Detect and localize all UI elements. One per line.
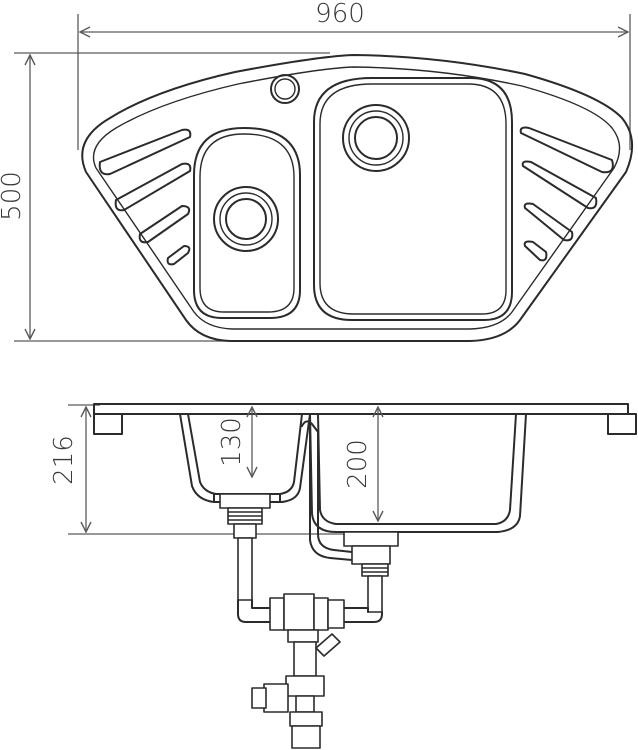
large-bowl-depth-dimension: 200 bbox=[343, 407, 378, 521]
left-drainer-grooves bbox=[98, 128, 192, 266]
trap-assembly bbox=[251, 629, 341, 749]
sink-inner-rim bbox=[92, 66, 621, 330]
small-bowl-drain-assembly bbox=[219, 493, 271, 601]
right-drainer-grooves bbox=[519, 126, 614, 262]
large-bowl-drain-assembly bbox=[343, 531, 399, 613]
depth-dimension: 500 bbox=[0, 52, 330, 342]
large-bowl bbox=[313, 77, 513, 321]
small-bowl-depth-dimension: 130 bbox=[217, 407, 252, 477]
small-bowl-depth-label: 130 bbox=[217, 417, 247, 467]
large-bowl-profile bbox=[309, 413, 527, 533]
width-label: 960 bbox=[315, 0, 365, 29]
small-bowl-drain bbox=[213, 186, 279, 252]
top-view: 960 500 bbox=[0, 0, 633, 342]
sink-outline bbox=[81, 54, 633, 342]
height-label: 216 bbox=[49, 435, 79, 485]
side-view: 216 130 200 bbox=[49, 403, 637, 749]
depth-label: 500 bbox=[0, 171, 27, 221]
sink-rim-profile bbox=[93, 403, 637, 435]
width-dimension: 960 bbox=[77, 0, 631, 150]
large-bowl-drain bbox=[342, 104, 410, 172]
tap-hole bbox=[270, 74, 300, 104]
connecting-pipes bbox=[237, 593, 383, 631]
small-bowl bbox=[193, 127, 301, 319]
height-dimension: 216 bbox=[49, 404, 350, 535]
overflow-pipe bbox=[301, 420, 353, 561]
large-bowl-depth-label: 200 bbox=[343, 439, 373, 489]
